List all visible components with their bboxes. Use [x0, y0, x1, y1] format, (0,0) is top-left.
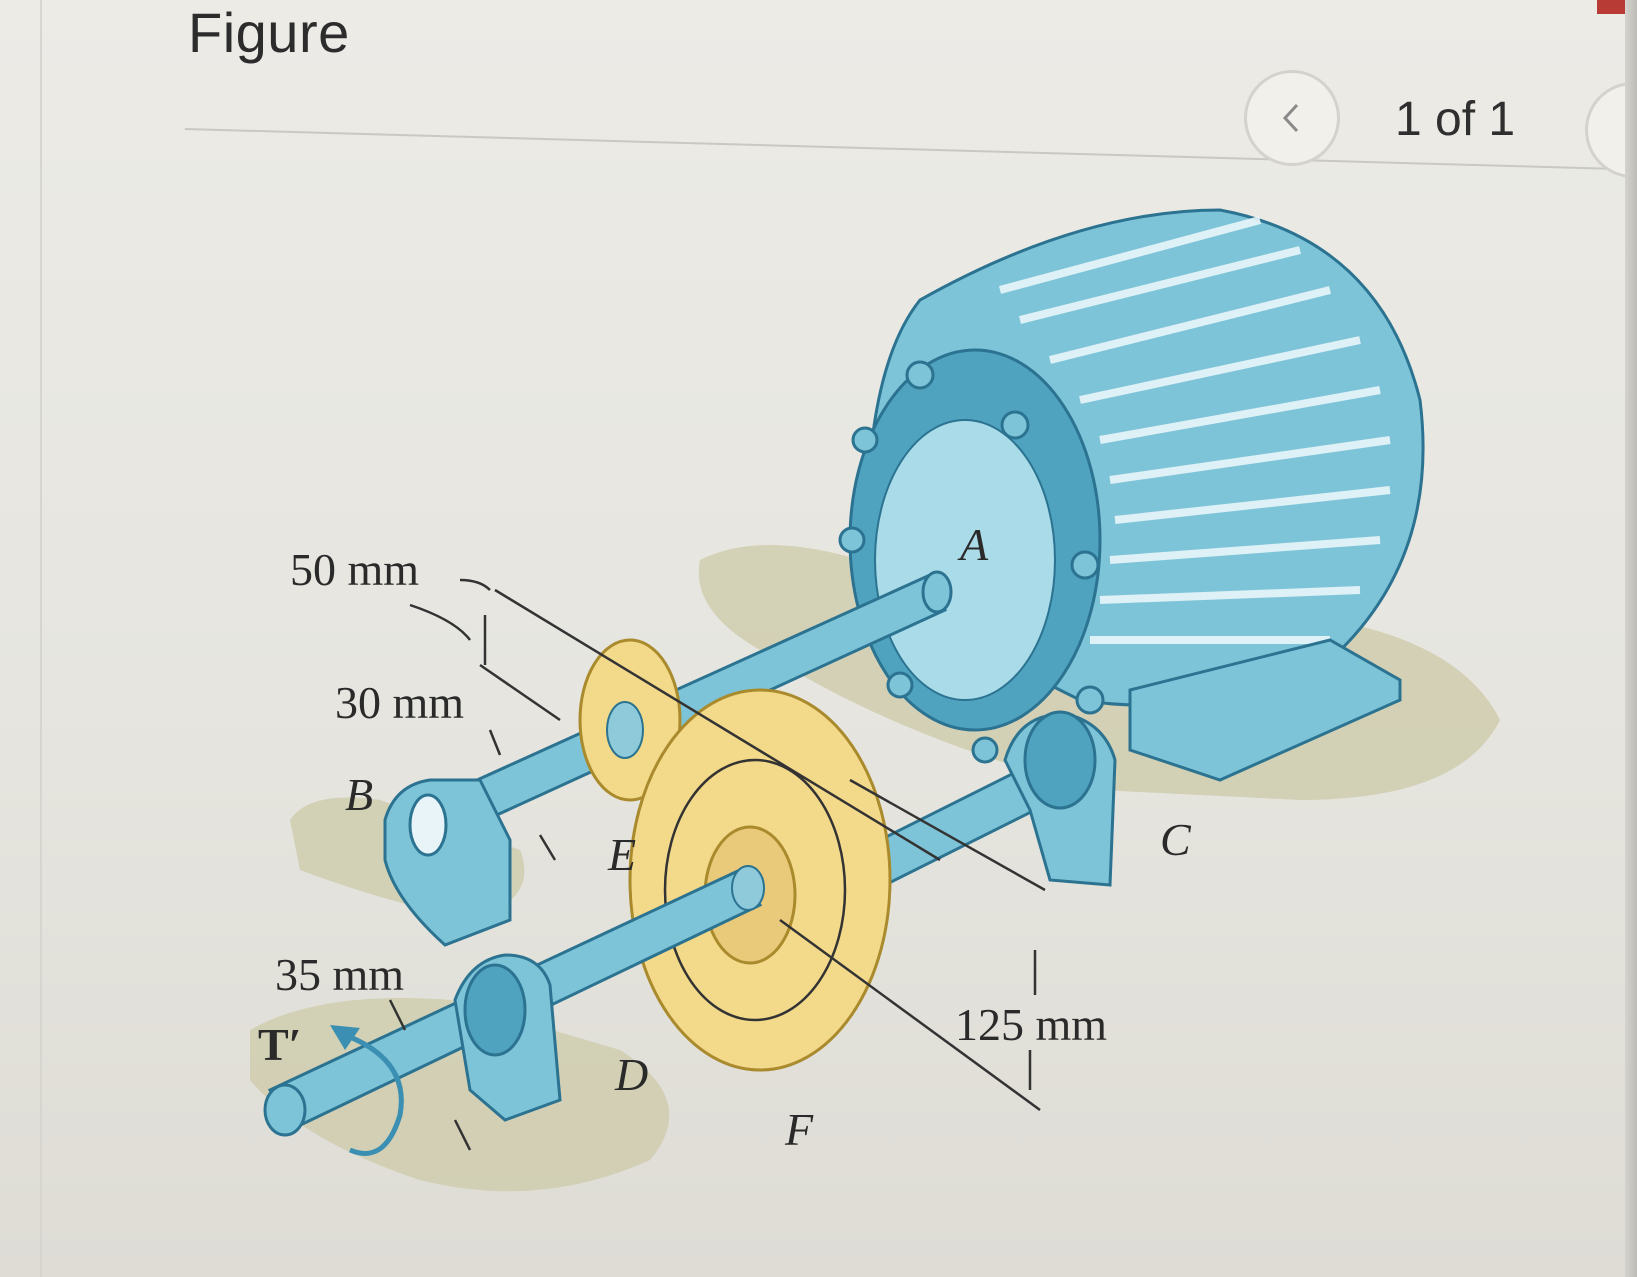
point-label-c: C	[1160, 814, 1192, 865]
page-indicator: 1 of 1	[1395, 93, 1516, 146]
page-title: Figure	[188, 1, 350, 64]
point-label-e: E	[607, 829, 636, 880]
gear-e	[578, 638, 682, 802]
dim-label-35mm: 35 mm	[275, 949, 404, 1000]
torque-label: T′	[258, 1019, 302, 1070]
shaft-c	[858, 710, 1117, 893]
motor	[838, 208, 1425, 782]
point-label-d: D	[614, 1049, 648, 1100]
previous-figure-button[interactable]	[1244, 70, 1340, 166]
window-edge	[1625, 0, 1637, 1277]
chevron-left-icon	[1282, 103, 1299, 133]
shaft-ab	[383, 570, 953, 947]
torque-arrow	[330, 1025, 404, 1156]
dim-label-125mm: 125 mm	[955, 999, 1107, 1050]
point-label-a: A	[957, 519, 989, 570]
left-margin-line	[40, 0, 42, 1277]
dim-label-50mm: 50 mm	[290, 544, 419, 595]
dim-label-30mm: 30 mm	[335, 677, 464, 728]
point-label-f: F	[784, 1104, 814, 1155]
dimension-lines	[388, 578, 1046, 1151]
motor-bolts	[838, 360, 1105, 764]
point-label-b: B	[345, 769, 373, 820]
